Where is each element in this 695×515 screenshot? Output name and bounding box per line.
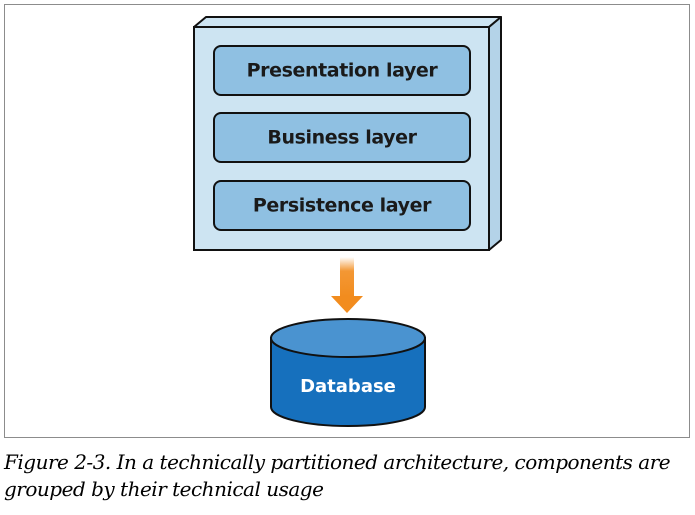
database-cylinder: Database	[270, 318, 426, 427]
architecture-diagram: Presentation layer Business layer Persis…	[193, 16, 502, 427]
layer-label: Presentation layer	[247, 60, 439, 82]
layer-box	[213, 45, 471, 96]
database-top	[270, 318, 426, 358]
layer-persistence: Persistence layer	[213, 180, 471, 231]
arrow-shaft	[340, 257, 354, 297]
data-flow-arrow	[331, 257, 363, 313]
database-label: Database	[300, 376, 396, 397]
layer-business: Business layer	[213, 112, 471, 163]
arrow-head	[331, 296, 363, 313]
layer-presentation: Presentation layer	[213, 45, 471, 96]
container-side-face	[488, 16, 502, 251]
layer-label: Business layer	[267, 127, 417, 149]
layer-box	[213, 112, 471, 163]
container-top-face	[193, 16, 502, 28]
layer-box	[213, 180, 471, 231]
figure-caption: Figure 2-3. In a technically partitioned…	[4, 450, 671, 501]
database-body	[270, 337, 426, 427]
layer-label: Persistence layer	[253, 195, 432, 217]
